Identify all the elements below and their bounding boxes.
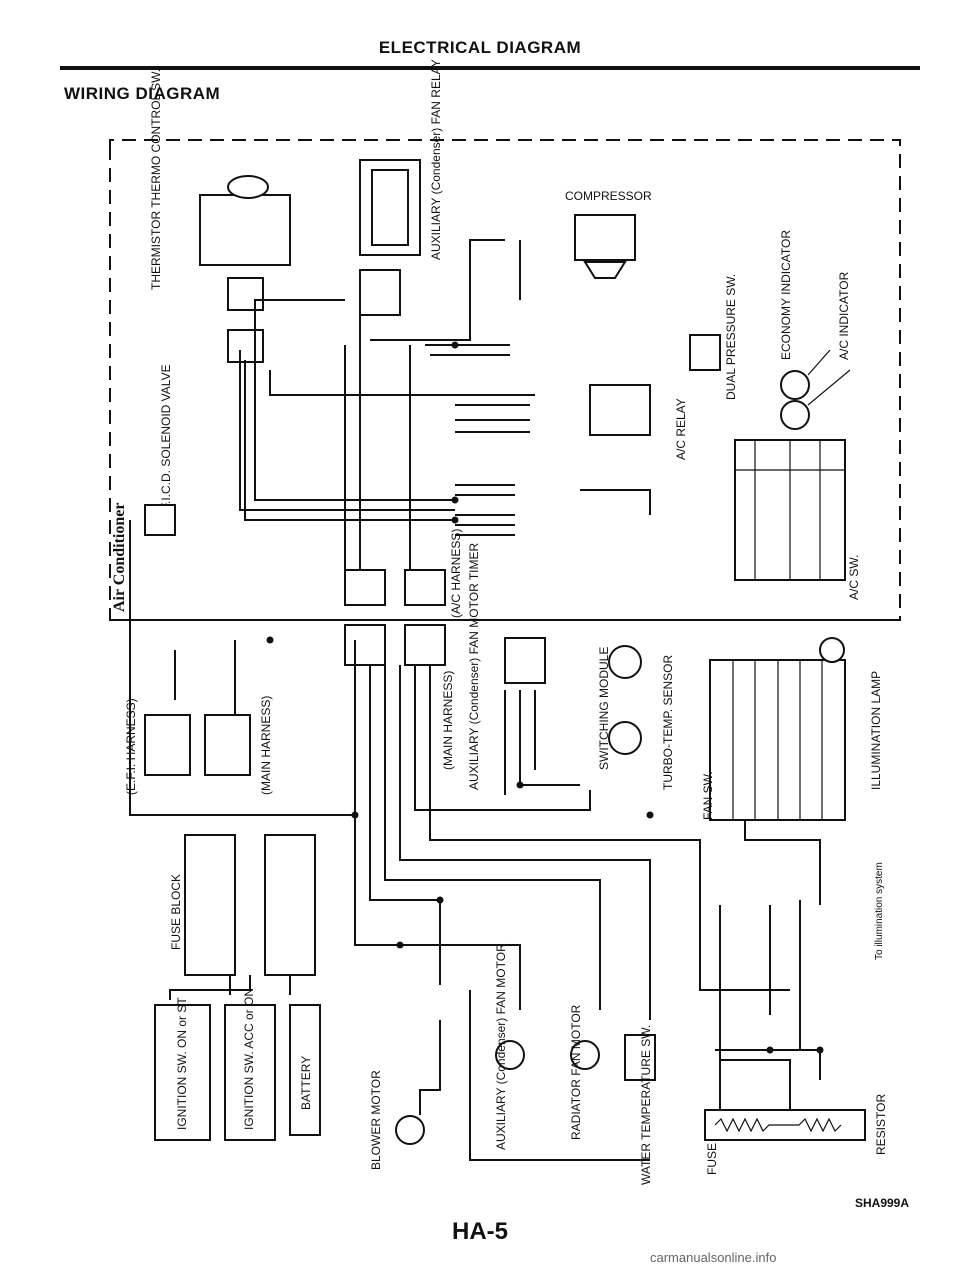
radiator-fan-motor-icon [570, 1040, 600, 1070]
ac-indicator-lead [807, 369, 851, 406]
fan-switch-table [709, 659, 846, 821]
illumination-lamp-label: ILLUMINATION LAMP [869, 671, 883, 790]
turbo-temp-sensor-label: TURBO-TEMP. SENSOR [661, 655, 675, 790]
air-conditioner-label: Air Conditioner [111, 503, 128, 612]
water-temp-sw-label: WATER TEMPERATURE SW. [639, 1025, 653, 1185]
battery-label: BATTERY [299, 1056, 313, 1110]
main-harness-connector-3 [204, 714, 251, 776]
ac-group-frame [109, 139, 901, 621]
fuse-block-label: FUSE BLOCK [169, 874, 183, 950]
ac-switch-table [734, 439, 846, 581]
aux-fan-relay-label: AUXILIARY (Condenser) FAN RELAY [429, 59, 443, 260]
section-title: WIRING DIAGRAM [64, 84, 221, 103]
economy-indicator-lamp [780, 370, 810, 400]
blower-motor-icon [395, 1115, 425, 1145]
fuse-block-right [264, 834, 316, 976]
efi-harness-connector [144, 714, 191, 776]
radiator-fan-motor-label: RADIATOR FAN MOTOR [569, 1004, 583, 1140]
relay-connector [359, 269, 401, 316]
resistor-zigzag [714, 1117, 842, 1133]
aux-fan-timer-label: AUXILIARY (Condenser) FAN MOTOR TIMER [467, 542, 481, 790]
ignition-on-st-label: IGNITION SW. ON or ST [175, 997, 189, 1130]
switching-module-label: SWITCHING MODULE [597, 647, 611, 770]
aux-fan-motor-label: AUXILIARY (Condenser) FAN MOTOR [494, 943, 508, 1150]
to-illumination-label: To illumination system [874, 862, 885, 960]
main-harness-label: (MAIN HARNESS) [441, 671, 455, 770]
water-temp-sw-box [624, 1034, 656, 1081]
thermistor-icon [227, 175, 269, 199]
illumination-lamp-icon [819, 637, 845, 663]
blower-motor-label: BLOWER MOTOR [369, 1070, 383, 1170]
aux-fan-relay-inner [371, 169, 409, 246]
main-harness-connector-1 [344, 624, 386, 666]
compressor-box [574, 214, 636, 261]
aux-fan-timer-box [504, 637, 546, 684]
watermark: carmanualsonline.info [650, 1250, 777, 1265]
ac-harness-connector-1 [344, 569, 386, 606]
dual-pressure-box [689, 334, 721, 371]
economy-indicator-lead [807, 349, 831, 376]
header-rule [60, 66, 920, 70]
ac-indicator-lamp [780, 400, 810, 430]
ac-indicator-label: A/C INDICATOR [837, 271, 851, 360]
switching-module-icon [608, 645, 642, 679]
battery-box [289, 1004, 321, 1136]
ignition-on-st-box [154, 1004, 211, 1141]
fuse-block-left [184, 834, 236, 976]
main-harness-connector-2 [404, 624, 446, 666]
economy-indicator-label: ECONOMY INDICATOR [779, 230, 793, 360]
fuse-label: FUSE [705, 1143, 719, 1175]
wiring-harness [129, 239, 821, 1161]
turbo-temp-sensor-icon [608, 721, 642, 755]
page-number: HA-5 [451, 1218, 508, 1245]
ficd-label: F.I.C.D. SOLENOID VALVE [159, 364, 173, 510]
dual-pressure-label: DUAL PRESSURE SW. [724, 274, 738, 400]
thermo-connector [227, 277, 264, 311]
compressor-pulley [583, 261, 627, 279]
ac-harness-label: (A/C HARNESS) [449, 529, 463, 618]
compressor-label: COMPRESSOR [565, 189, 652, 203]
ac-harness-connector-2 [404, 569, 446, 606]
ignition-acc-on-box [224, 1004, 276, 1141]
figure-code: SHA999A [855, 1196, 910, 1210]
resistor-label: RESISTOR [874, 1094, 888, 1155]
main-harness-label-2: (MAIN HARNESS) [259, 696, 273, 795]
thermo-control-box [199, 194, 291, 266]
ac-relay-label: A/C RELAY [674, 398, 688, 460]
fan-switch-label: FAN SW. [701, 771, 715, 820]
thermo-connector-2 [227, 329, 264, 363]
ficd-box [144, 504, 176, 536]
ignition-acc-on-label: IGNITION SW. ACC or ON [242, 988, 256, 1130]
ac-relay-box [589, 384, 651, 436]
header-title: ELECTRICAL DIAGRAM [378, 38, 582, 57]
thermo-label: THERMISTOR THERMO CONTROL SW. [149, 69, 163, 290]
aux-fan-motor-icon [495, 1040, 525, 1070]
junction-dots [266, 341, 824, 1054]
ac-switch-label: A/C SW. [847, 555, 861, 600]
